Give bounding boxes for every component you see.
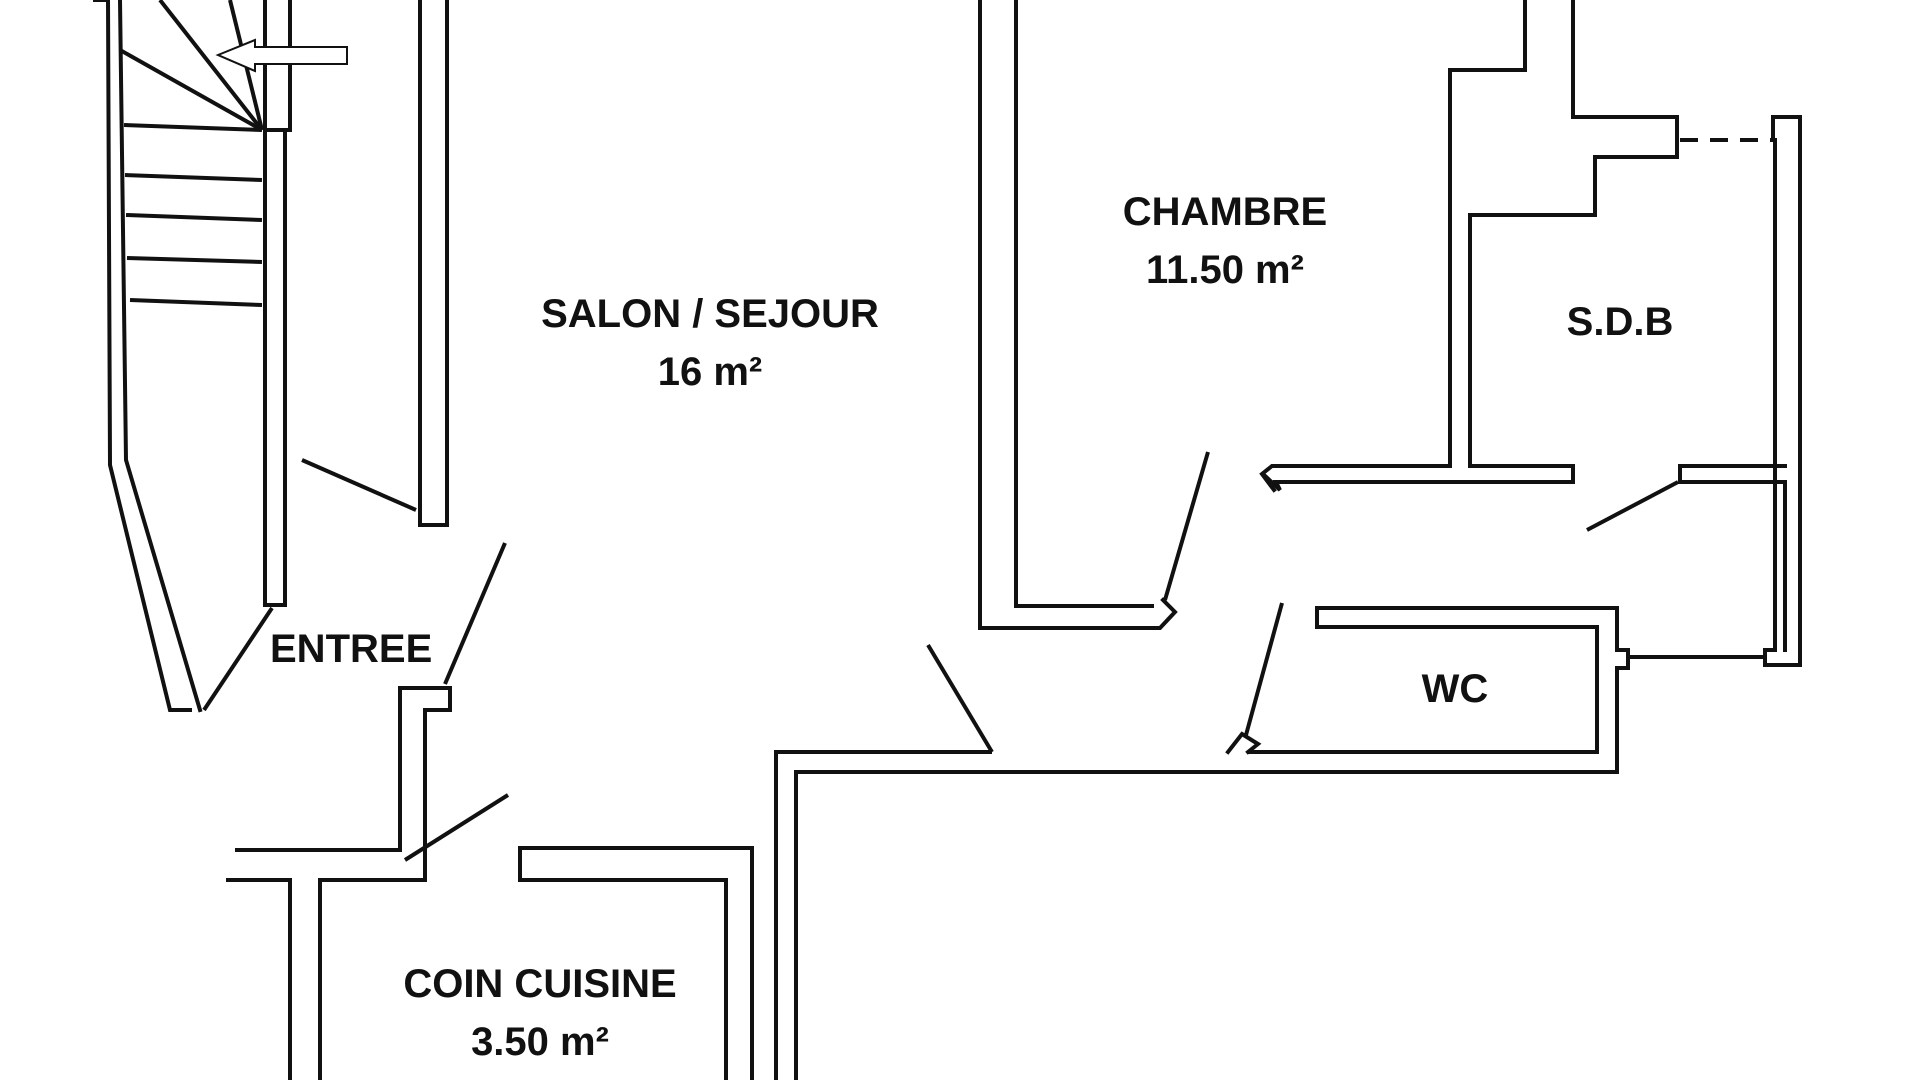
door-leaf-entree-salon (443, 542, 507, 685)
room-label-wc: WC (1400, 660, 1510, 718)
entree-outer-wall (226, 878, 292, 1080)
room-area-chambre: 11.50 m² (1146, 248, 1304, 292)
staircase (93, 0, 348, 713)
room-label-entree: ENTREE (270, 620, 433, 678)
stair-tread (126, 256, 263, 264)
door-leaf-chambre (1163, 451, 1210, 601)
door-leaf-salon-stair (301, 458, 417, 512)
entree-wall (235, 686, 452, 1080)
room-name-entree: ENTREE (270, 627, 433, 671)
sdb-lower-wall (1678, 464, 1787, 652)
chambre-left-wall-inner (1014, 0, 1154, 608)
stair-direction-arrow-icon (215, 38, 348, 73)
room-label-chambre: CHAMBRE 11.50 m² (1080, 183, 1370, 299)
stair-tread (123, 123, 263, 132)
room-name-cuisine: COIN CUISINE (403, 962, 677, 1006)
stair-outer-wall (93, 0, 192, 712)
salon-left-wall (418, 0, 449, 527)
stair-tread (129, 298, 263, 307)
room-label-sdb: S.D.B (1540, 293, 1700, 351)
door-leaf-wc (1244, 602, 1284, 736)
door-leaf-entree-stair (202, 606, 274, 712)
kitchen-wall (518, 846, 754, 1080)
stair-outer-wall-inner (117, 0, 203, 713)
sdb-right-wall (1763, 115, 1802, 667)
room-name-chambre: CHAMBRE (1122, 190, 1328, 234)
door-leaf-salon-corridor (926, 643, 994, 754)
room-label-salon: SALON / SEJOUR 16 m² (520, 285, 900, 401)
stair-landing-wall (263, 128, 287, 607)
kitchen-wall-inner (518, 846, 728, 1080)
room-area-salon: 16 m² (657, 350, 763, 394)
stair-tread (158, 0, 264, 132)
room-name-salon: SALON / SEJOUR (541, 292, 879, 336)
stair-tread (119, 48, 263, 132)
room-area-cuisine: 3.50 m² (471, 1020, 609, 1064)
room-label-cuisine: COIN CUISINE 3.50 m² (390, 955, 690, 1071)
door-leaf-entree-kitchen (403, 793, 510, 862)
door-leaf-sdb (1586, 480, 1679, 532)
wc-door-jamb (1225, 731, 1262, 755)
corridor-wall-bottom (794, 606, 1630, 1080)
corridor-wall-top (774, 750, 992, 1080)
stair-tread (125, 213, 263, 222)
stair-tread (124, 173, 263, 182)
room-name-wc: WC (1421, 667, 1489, 711)
room-name-sdb: S.D.B (1566, 300, 1674, 344)
chambre-left-wall (978, 0, 1178, 630)
